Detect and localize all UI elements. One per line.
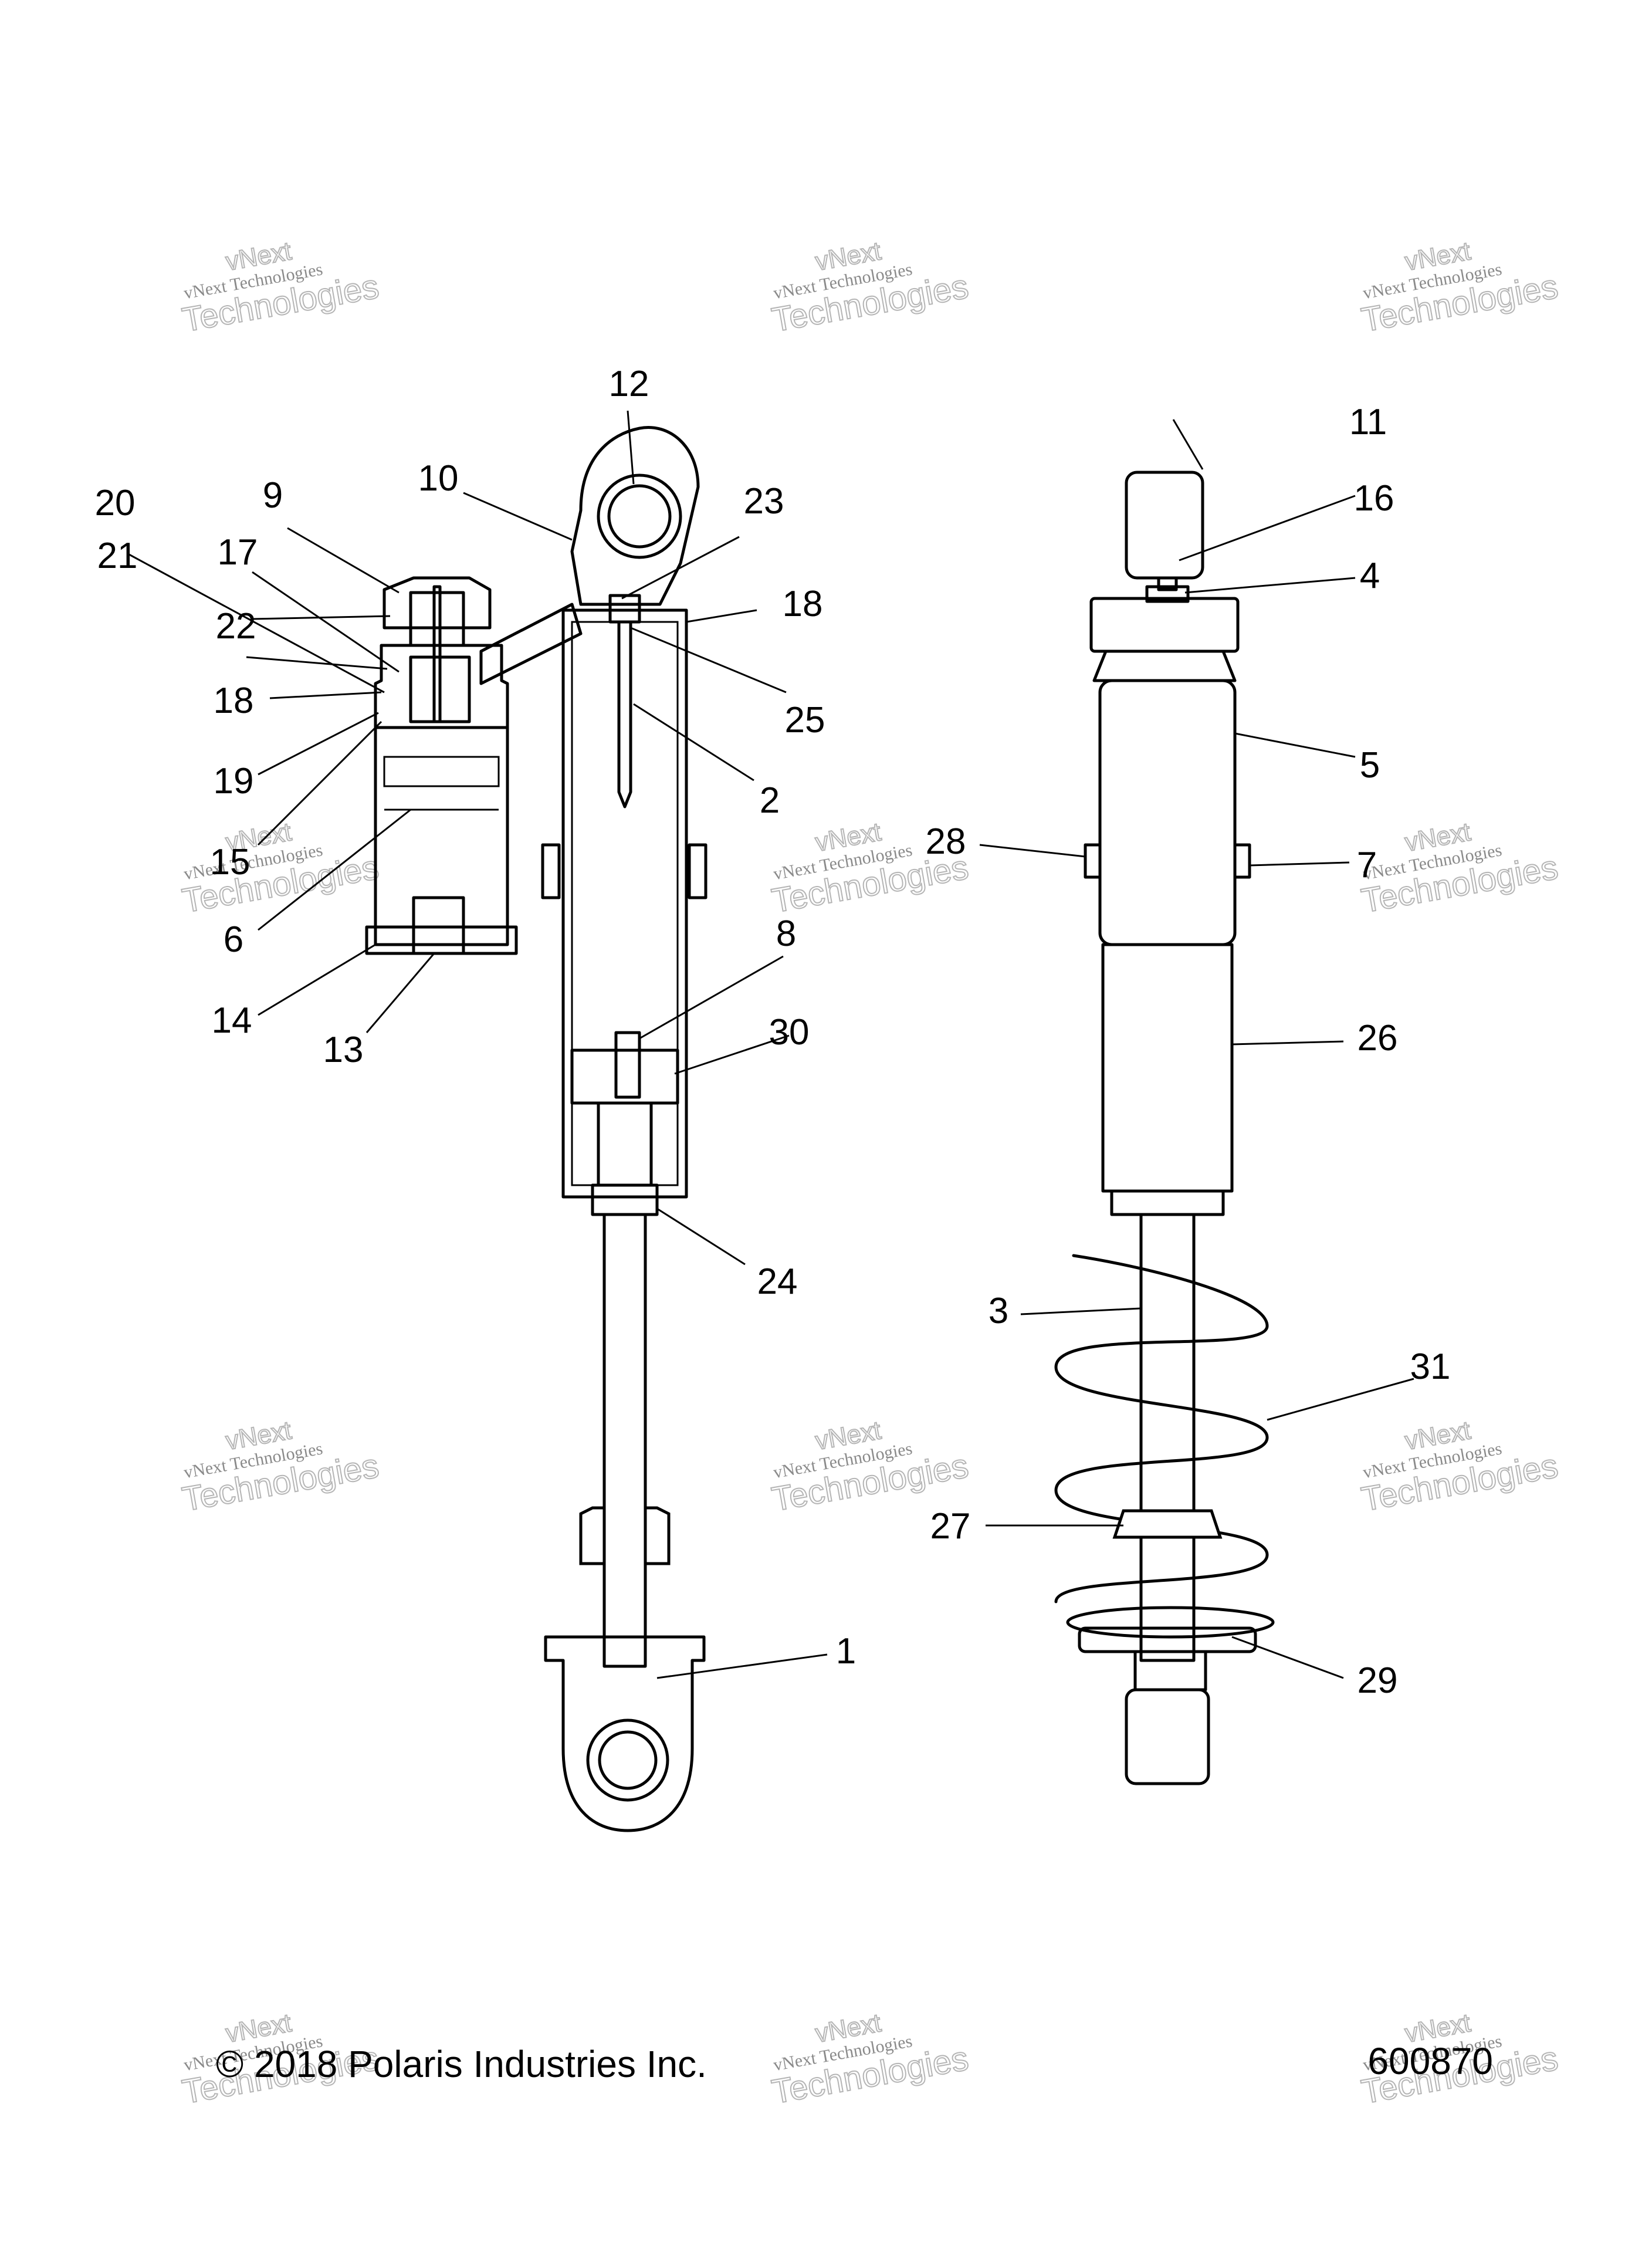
reservoir-schrader — [412, 896, 465, 955]
reservoir-adjuster — [409, 591, 465, 647]
spring-cover — [1101, 943, 1234, 1193]
top-stem-ext — [1157, 576, 1178, 591]
bottom-shoulder-ext — [1133, 1650, 1207, 1692]
callouts-left: 12 10 9 20 21 17 22 18 19 15 6 14 13 23 … — [95, 364, 857, 1672]
callout-4: 4 — [1360, 556, 1380, 596]
callout-9: 9 — [263, 475, 283, 516]
callout-8: 8 — [776, 914, 796, 954]
top-eyelet-body — [570, 426, 700, 606]
callout-20: 20 — [95, 483, 136, 523]
callout-2: 2 — [760, 780, 780, 821]
left-bumper-clip — [541, 843, 561, 899]
callout-5: 5 — [1360, 745, 1380, 786]
piston — [570, 1048, 679, 1105]
callout-1: 1 — [836, 1631, 856, 1672]
piston-nut — [614, 1031, 641, 1099]
top-eyelet-bushing-outer — [597, 473, 682, 559]
spring-seat-ring — [1078, 1626, 1257, 1653]
top-eyelet-bushing-inner — [607, 484, 672, 549]
callout-24: 24 — [757, 1261, 798, 1302]
clip-right-ext — [1233, 843, 1251, 879]
seal-cap-ext — [1110, 1189, 1225, 1216]
callout-26: 26 — [1358, 1018, 1398, 1058]
callout-28: 28 — [926, 821, 966, 862]
main-body-inner-wall — [571, 621, 679, 1186]
spring-retainer — [1112, 1509, 1223, 1539]
jam-nut-ext — [1145, 585, 1190, 603]
copyright-text: © 2018 Polaris Industries Inc. — [216, 2043, 707, 2085]
callout-13: 13 — [323, 1030, 364, 1070]
shaft-ext — [1139, 1213, 1196, 1662]
shaft — [602, 1213, 647, 1668]
callout-22: 22 — [216, 606, 256, 647]
reservoir-cap — [382, 576, 492, 630]
callout-18-left: 18 — [214, 681, 254, 721]
bleed-needle — [617, 620, 632, 808]
spring-seat — [1066, 1606, 1275, 1639]
callout-14: 14 — [212, 1000, 252, 1041]
callout-18-right: 18 — [783, 584, 823, 624]
callout-19: 19 — [214, 761, 254, 801]
callout-15: 15 — [210, 842, 250, 882]
bottom-eyelet-ext — [1125, 1688, 1210, 1785]
callout-11: 11 — [1349, 402, 1387, 442]
bottom-eyelet-clevis — [544, 1635, 706, 1832]
right-bumper-clip — [688, 843, 707, 899]
bottom-eyelet-bushing-outer — [586, 1718, 669, 1802]
callout-25: 25 — [785, 700, 825, 740]
callout-6: 6 — [224, 919, 243, 960]
bumper-left — [579, 1506, 606, 1565]
main-body-tube — [561, 608, 688, 1199]
preload-collar-base — [1092, 649, 1237, 682]
callout-17: 17 — [218, 532, 258, 573]
reservoir-body — [374, 726, 509, 946]
left-shock-assembly — [365, 426, 707, 1832]
right-shock-assembly — [1054, 471, 1275, 1785]
preload-collar — [1089, 597, 1240, 653]
callout-21: 21 — [97, 536, 138, 576]
callout-12: 12 — [609, 364, 649, 404]
top-eyelet-ext — [1125, 471, 1204, 580]
bumper-right — [644, 1506, 671, 1565]
callout-10: 10 — [418, 458, 459, 499]
bleed-screw — [608, 594, 641, 624]
body-tube-ext — [1098, 679, 1237, 946]
callout-27: 27 — [930, 1506, 971, 1547]
leader-lines — [128, 410, 1414, 1679]
callout-7: 7 — [1357, 845, 1377, 885]
callouts-right: 11 16 4 5 28 7 26 3 31 27 29 — [926, 402, 1451, 1701]
callout-30: 30 — [769, 1012, 810, 1053]
callout-3: 3 — [989, 1291, 1008, 1331]
reservoir-end-cap — [365, 925, 518, 955]
reservoir-stem — [432, 585, 442, 723]
drawing-number: 600870 — [1367, 2040, 1493, 2082]
bearing — [597, 1101, 653, 1187]
callout-31: 31 — [1410, 1347, 1451, 1387]
seal-head — [591, 1183, 659, 1216]
spring-coils — [1054, 1254, 1269, 1604]
callout-16: 16 — [1354, 478, 1394, 519]
clip-left-ext — [1084, 843, 1102, 879]
bottom-eyelet-bushing-inner — [598, 1730, 658, 1790]
callout-23: 23 — [744, 481, 784, 522]
reservoir-bridge — [479, 603, 583, 685]
reservoir-piston-upper — [409, 655, 471, 723]
reservoir-floating-piston — [383, 756, 500, 787]
callout-29: 29 — [1358, 1660, 1398, 1701]
